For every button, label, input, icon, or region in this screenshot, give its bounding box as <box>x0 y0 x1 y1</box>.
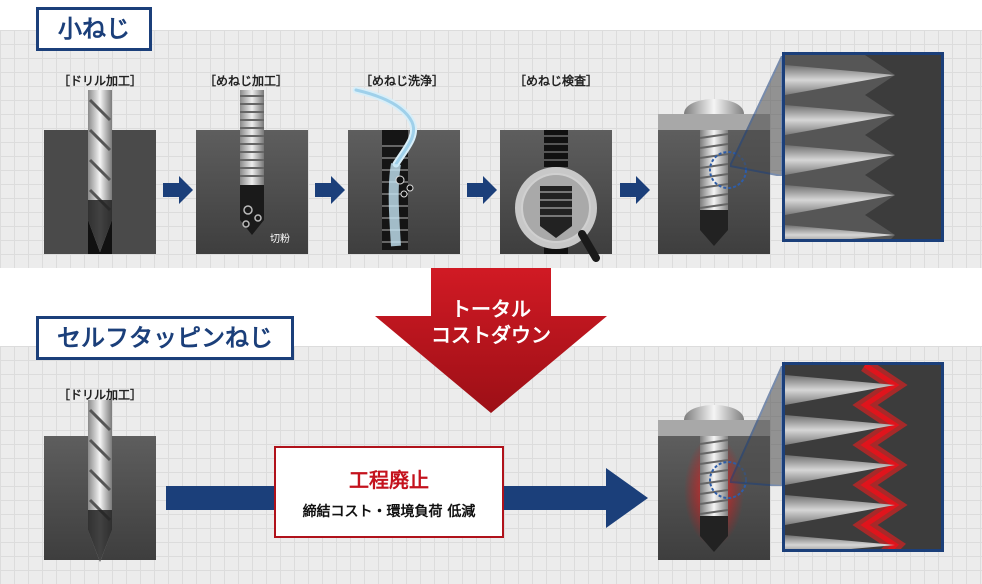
machine-screw-icon <box>658 99 770 246</box>
step-label-inspection: ［めねじ検査］ <box>514 74 599 88</box>
process-elimination-callout: 工程廃止 締結コスト・環境負荷 低減 <box>274 446 504 538</box>
cost-down-label: トータル コストダウン <box>405 296 577 348</box>
step-label-drilling: ［ドリル加工］ <box>58 74 143 88</box>
machine-screw-thread-detail <box>782 52 944 242</box>
cost-down-arrow <box>375 268 607 413</box>
drill-bit-icon <box>88 90 112 252</box>
step-label-washing: ［めねじ洗浄］ <box>360 74 445 88</box>
flow-arrow-1 <box>163 176 193 204</box>
tap-tool-icon <box>240 90 264 235</box>
cost-reduction-text: 締結コスト・環境負荷 低減 <box>302 503 476 520</box>
flow-arrow-3 <box>467 176 497 204</box>
cost-down-line1: トータル <box>451 297 531 321</box>
bottom-section-title: セルフタッピンねじ <box>36 316 294 360</box>
bottom-step-label-drilling: ［ドリル加工］ <box>58 388 143 402</box>
process-elimination-title: 工程廃止 <box>349 467 429 492</box>
flow-arrow-2 <box>315 176 345 204</box>
cost-down-line2: コストダウン <box>431 323 551 347</box>
chip-label: 切粉 <box>270 234 290 245</box>
top-section-title: 小ねじ <box>36 7 152 51</box>
step-label-tapping: ［めねじ加工］ <box>204 74 289 88</box>
flow-arrow-4 <box>620 176 650 204</box>
tapping-screw-thread-detail <box>782 362 944 552</box>
tapping-screw-icon <box>658 405 770 552</box>
magnifier-icon <box>515 130 600 262</box>
bottom-drill-bit-icon <box>88 400 112 562</box>
water-jet-icon <box>352 86 417 250</box>
